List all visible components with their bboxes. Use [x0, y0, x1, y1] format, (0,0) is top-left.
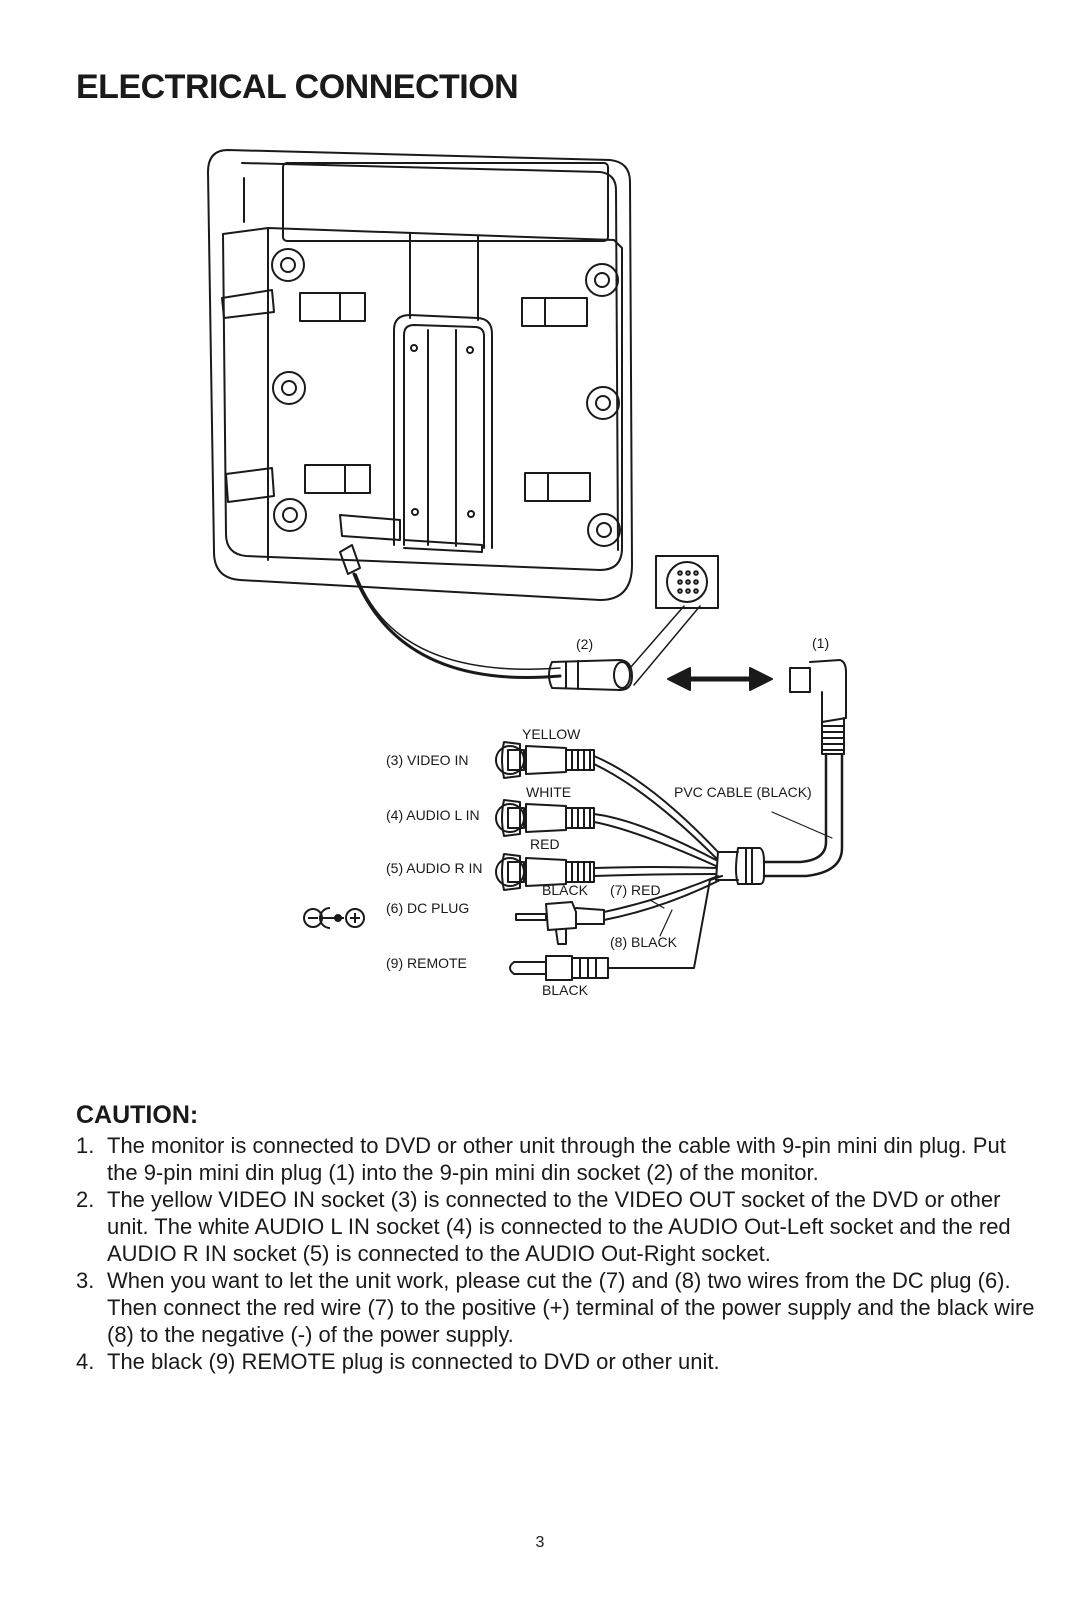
caution-item-text: The black (9) REMOTE plug is connected t… — [107, 1349, 720, 1374]
caution-item-number: 1. — [76, 1133, 95, 1158]
caution-list: 1. The monitor is connected to DVD or ot… — [76, 1132, 1036, 1375]
video-in-label: (3) VIDEO IN — [386, 752, 468, 768]
yellow-label: YELLOW — [522, 726, 581, 742]
screw-boss-mid-left — [272, 371, 306, 405]
caution-item-text: The monitor is connected to DVD or other… — [107, 1133, 1006, 1185]
dc-polarity-icon — [303, 907, 365, 929]
remote-plug — [509, 875, 723, 981]
white-label: WHITE — [526, 784, 571, 800]
socket-2-label: (2) — [576, 636, 593, 652]
connect-arrow — [667, 667, 773, 691]
black-wire-label: (8) BLACK — [610, 934, 678, 950]
dc-plug-label: (6) DC PLUG — [386, 900, 469, 916]
audio-r-in-label: (5) AUDIO R IN — [386, 860, 482, 876]
screw-boss-top-right — [585, 263, 619, 297]
screw-boss-top-left — [271, 248, 305, 282]
pvc-cable-label: PVC CABLE (BLACK) — [674, 784, 812, 800]
caution-item-number: 2. — [76, 1187, 95, 1212]
rca-video-in — [495, 741, 719, 859]
caution-item-number: 3. — [76, 1268, 95, 1293]
caution-item: 2. The yellow VIDEO IN socket (3) is con… — [76, 1186, 1036, 1267]
caution-item-number: 4. — [76, 1349, 95, 1374]
rca-audio-r-in — [495, 853, 717, 891]
dc-plug — [515, 875, 721, 945]
black-dc-label: BLACK — [542, 882, 589, 898]
black-remote-label: BLACK — [542, 982, 589, 998]
rca-audio-l-in — [495, 799, 717, 867]
page-title: ELECTRICAL CONNECTION — [76, 68, 519, 106]
caution-item: 1. The monitor is connected to DVD or ot… — [76, 1132, 1036, 1186]
red-label: RED — [530, 836, 560, 852]
din-plug — [762, 659, 847, 878]
remote-label: (9) REMOTE — [386, 955, 467, 971]
audio-l-in-label: (4) AUDIO L IN — [386, 807, 480, 823]
caution-item: 3. When you want to let the unit work, p… — [76, 1267, 1036, 1348]
screw-boss-mid-right — [586, 386, 620, 420]
page-number: 3 — [535, 1534, 545, 1551]
plug-1-label: (1) — [812, 635, 829, 651]
monitor-back-illustration — [207, 149, 633, 601]
caution-item-text: When you want to let the unit work, plea… — [107, 1268, 1035, 1347]
screw-boss-bottom-right — [587, 513, 621, 547]
red-wire-label: (7) RED — [610, 882, 661, 898]
wiring-diagram: (2) (1) YELLOW (3) VIDEO IN WHITE PVC CA… — [207, 149, 847, 998]
caution-item-text: The yellow VIDEO IN socket (3) is connec… — [107, 1187, 1011, 1266]
din-socket-detail — [629, 555, 719, 686]
caution-item: 4. The black (9) REMOTE plug is connecte… — [76, 1348, 1036, 1375]
caution-heading: CAUTION: — [76, 1101, 199, 1129]
monitor-cable — [339, 544, 633, 691]
screw-boss-bottom-left — [273, 498, 307, 532]
cable-junction — [715, 847, 765, 885]
